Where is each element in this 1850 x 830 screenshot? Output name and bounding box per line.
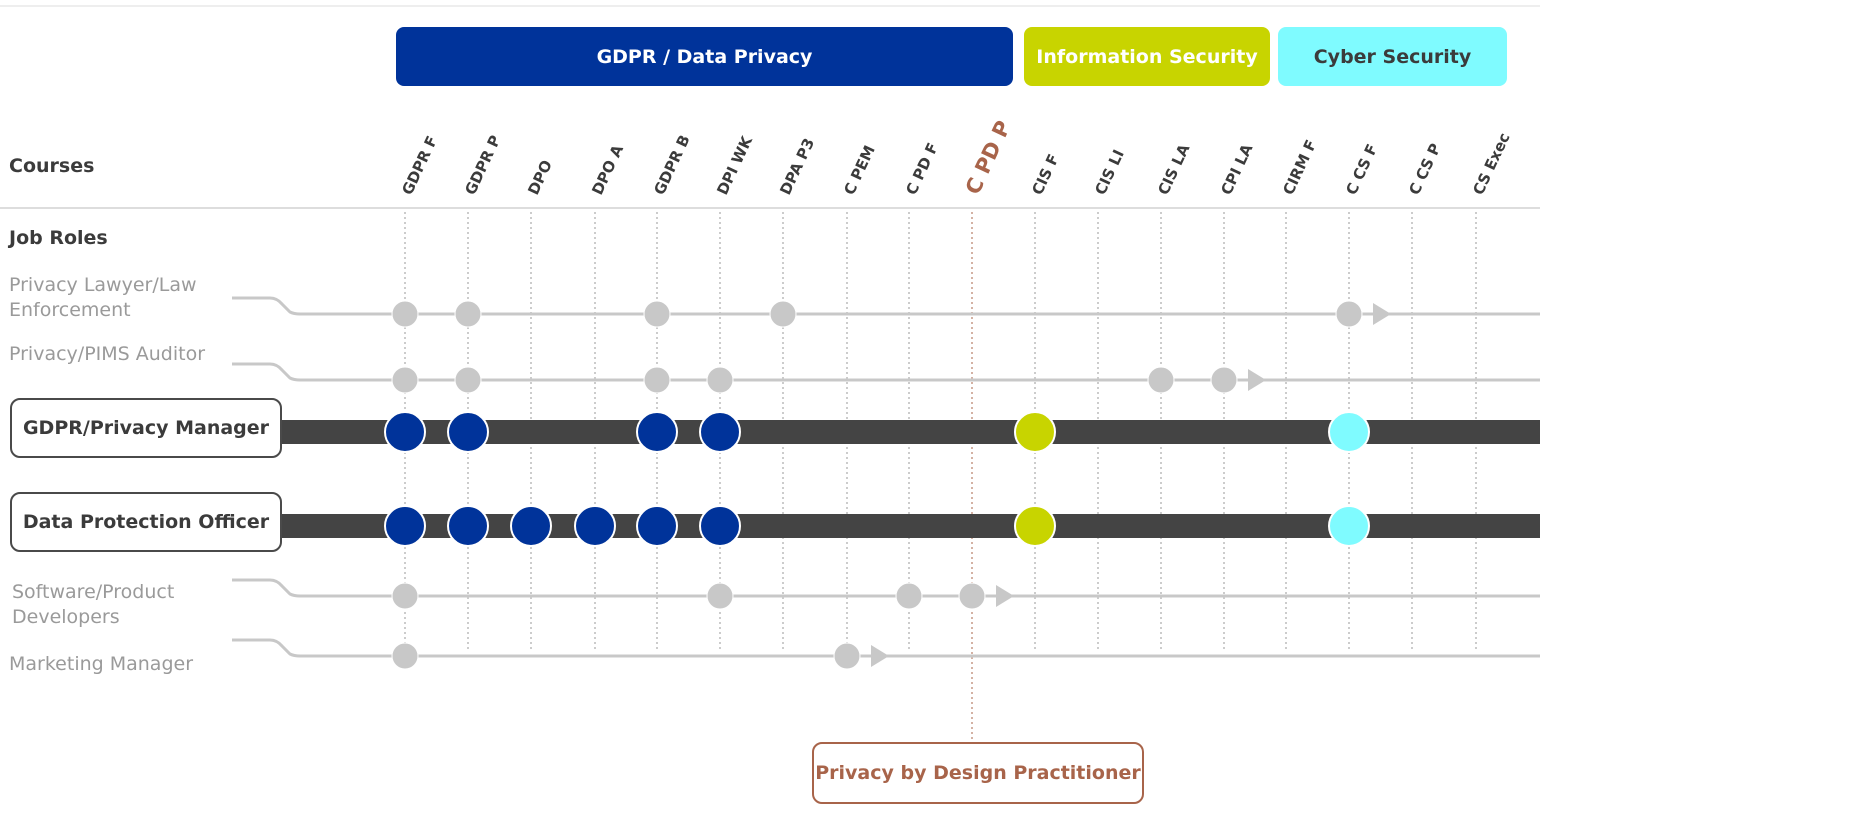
course-label-cis-f: CIS F: [1028, 151, 1062, 197]
course-label-c-pd-f: C PD F: [902, 140, 942, 198]
role-4-path: [232, 578, 1540, 598]
course-label-cirm-f: CIRM F: [1279, 137, 1320, 198]
role-0-arrow: [1373, 303, 1391, 325]
course-label-cis-li: CIS LI: [1091, 147, 1128, 198]
role-1-path: [232, 362, 1540, 382]
role-4-dot-gdpr-f: [391, 582, 419, 610]
role-software-developers: Software/Product Developers: [12, 581, 175, 628]
course-label-c-pem: C PEM: [840, 143, 878, 198]
courses-heading: Courses: [9, 155, 95, 177]
role-1-dot-gdpr-f: [391, 366, 419, 394]
role-4-dot-c-pd-p: [958, 582, 986, 610]
role-3-dot-cis-f: [1014, 505, 1056, 547]
job-roles-heading: Job Roles: [9, 227, 108, 249]
role-0-dot-gdpr-b: [643, 300, 671, 328]
course-label-dpi-wk: DPI WK: [713, 132, 756, 197]
course-label-c-pd-p: C PD P: [961, 117, 1016, 198]
role-1-dot-cpi-la: [1210, 366, 1238, 394]
role-1-dot-dpi-wk: [706, 366, 734, 394]
privacy-by-design-callout: Privacy by Design Practitioner: [812, 742, 1144, 804]
role-2-dot-gdpr-b: [636, 411, 678, 453]
role-1-dot-cis-la: [1147, 366, 1175, 394]
role-3-dot-dpo-a: [574, 505, 616, 547]
role-1-arrow: [1248, 369, 1266, 391]
course-label-dpo: DPO: [524, 157, 556, 197]
role-3-dot-c-cs-f: [1328, 505, 1370, 547]
role-3-dot-dpo: [510, 505, 552, 547]
role-2-dot-dpi-wk: [699, 411, 741, 453]
course-label-cs-exec: CS Exec: [1469, 130, 1513, 198]
role-3-dot-dpi-wk: [699, 505, 741, 547]
category-information-security: Information Security: [1024, 27, 1270, 86]
role-gdpr-privacy-manager: GDPR/Privacy Manager: [10, 398, 282, 458]
role-0-dot-c-cs-f: [1335, 300, 1363, 328]
role-0-dot-dpa-p3: [769, 300, 797, 328]
course-label-gdpr-b: GDPR B: [650, 132, 693, 198]
role-pims-auditor: Privacy/PIMS Auditor: [9, 343, 206, 365]
role-4-dot-c-pd-f: [895, 582, 923, 610]
role-1-dot-gdpr-p: [454, 366, 482, 394]
role-data-protection-officer: Data Protection Officer: [10, 492, 282, 552]
role-5-path: [232, 638, 1540, 658]
role-1-dot-gdpr-b: [643, 366, 671, 394]
role-2-dot-cis-f: [1014, 411, 1056, 453]
course-label-gdpr-f: GDPR F: [398, 133, 441, 198]
role-marketing-manager: Marketing Manager: [9, 653, 194, 675]
role-2-dot-gdpr-f: [384, 411, 426, 453]
role-0-dot-gdpr-p: [454, 300, 482, 328]
category-gdpr-data-privacy: GDPR / Data Privacy: [396, 27, 1013, 86]
role-2-dot-gdpr-p: [447, 411, 489, 453]
role-3-dot-gdpr-f: [384, 505, 426, 547]
course-label-cis-la: CIS LA: [1154, 141, 1193, 198]
course-label-dpo-a: DPO A: [588, 142, 627, 198]
role-3-dot-gdpr-p: [447, 505, 489, 547]
role-5-arrow: [871, 645, 889, 667]
course-label-c-cs-f: C CS F: [1342, 141, 1381, 197]
role-0-path: [232, 296, 1540, 316]
course-label-gdpr-p: GDPR P: [461, 133, 504, 198]
role-4-arrow: [996, 585, 1014, 607]
role-2-dot-c-cs-f: [1328, 411, 1370, 453]
role-5-dot-gdpr-f: [391, 642, 419, 670]
role-4-dot-dpi-wk: [706, 582, 734, 610]
role-0-dot-gdpr-f: [391, 300, 419, 328]
role-5-dot-c-pem: [833, 642, 861, 670]
course-label-cpi-la: CPI LA: [1217, 141, 1256, 198]
course-label-c-cs-p: C CS P: [1405, 141, 1444, 198]
category-cyber-security: Cyber Security: [1278, 27, 1507, 86]
role-privacy-lawyer: Privacy Lawyer/Law Enforcement: [9, 274, 197, 321]
role-3-dot-gdpr-b: [636, 505, 678, 547]
course-label-dpa-p3: DPA P3: [776, 135, 818, 197]
